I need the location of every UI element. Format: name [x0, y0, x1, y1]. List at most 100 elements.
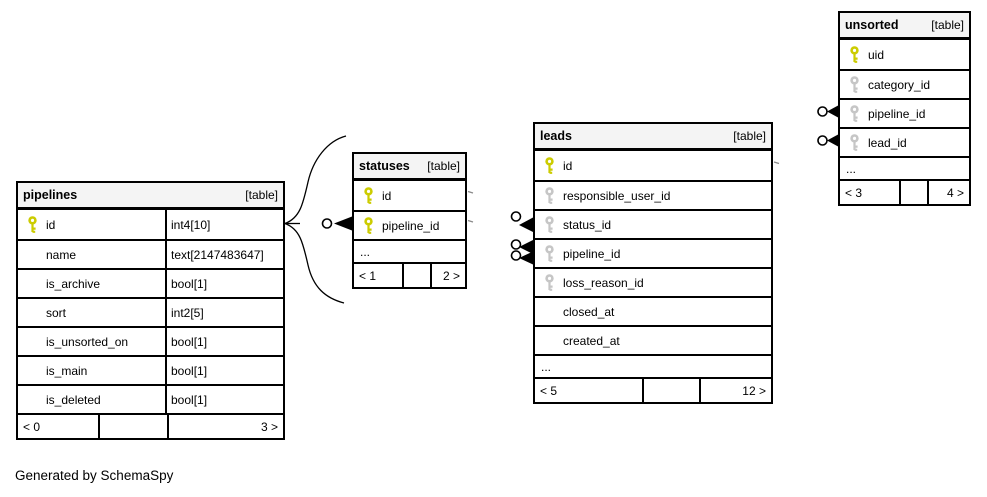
column-row-id[interactable]: id [535, 151, 771, 180]
column-name: status_id [563, 217, 612, 232]
column-row-status_id[interactable]: status_id [535, 209, 771, 238]
column-name: id [563, 158, 573, 173]
column-name: responsible_user_id [563, 188, 671, 203]
column-type: int2[5] [165, 299, 283, 326]
fk-arrow-leads-pipeline-id-a [519, 240, 533, 254]
table-header-statuses[interactable]: statuses [table] [354, 154, 465, 181]
table-footer: < 5 12 > [535, 377, 771, 402]
generated-by-note: Generated by SchemaSpy [15, 468, 174, 483]
footer-child-count: 2 > [430, 264, 465, 287]
column-name: is_archive [46, 276, 101, 291]
column-row-pipeline_id[interactable]: pipeline_id [535, 238, 771, 267]
footer-spacer [642, 379, 699, 402]
footer-child-count: 4 > [927, 181, 969, 204]
footer-parent-count: < 3 [845, 185, 863, 200]
footer-parent-count: < 5 [540, 383, 558, 398]
ellipsis-row: ... [535, 354, 771, 377]
primary-key-icon [535, 157, 563, 174]
ellipsis-row: ... [354, 239, 465, 262]
table-footer: < 1 2 > [354, 262, 465, 287]
foreign-key-icon [535, 216, 563, 233]
foreign-key-icon [840, 105, 868, 122]
fk-circle-unsorted-lead-id [817, 135, 828, 146]
column-rows: id responsible_user_id status_id pipelin… [535, 151, 771, 354]
footer-spacer [402, 264, 430, 287]
column-row-responsible_user_id[interactable]: responsible_user_id [535, 180, 771, 209]
fk-arrow-statuses-pipeline-id [334, 216, 352, 231]
fk-circle-unsorted-pipeline-id [817, 106, 828, 117]
table-name: leads [540, 129, 572, 143]
column-row-created_at[interactable]: created_at [535, 325, 771, 354]
column-name: pipeline_id [563, 246, 621, 261]
column-type: bool[1] [165, 328, 283, 355]
edge-pipelines-curve-up [284, 135, 347, 225]
foreign-key-icon [840, 134, 868, 151]
fk-circle-leads-pipeline-id-a [510, 239, 522, 250]
table-tag: [table] [931, 18, 964, 32]
column-rows: id pipeline_id [354, 181, 465, 239]
column-name: sort [46, 305, 67, 320]
table-tag: [table] [245, 188, 278, 202]
column-name: name [46, 247, 77, 262]
column-row-pipeline_id[interactable]: pipeline_id [354, 210, 465, 239]
primary-key-icon [840, 46, 868, 63]
column-row-lead_id[interactable]: lead_id [840, 127, 969, 156]
column-name: id [382, 188, 392, 203]
fk-arrow-leads-status-id [519, 217, 533, 232]
column-row-id[interactable]: id [354, 181, 465, 210]
column-row-sort[interactable]: sort int2[5] [18, 297, 283, 326]
table-tag: [table] [427, 159, 460, 173]
column-row-uid[interactable]: uid [840, 40, 969, 69]
column-name: id [46, 217, 56, 232]
column-name: is_deleted [46, 392, 101, 407]
table-name: pipelines [23, 188, 78, 202]
fk-circle-leads-pipeline-id-b [510, 250, 522, 261]
table-header-unsorted[interactable]: unsorted [table] [840, 13, 969, 40]
column-name: uid [868, 47, 885, 62]
column-type: text[2147483647] [165, 241, 283, 268]
column-row-name[interactable]: name text[2147483647] [18, 239, 283, 268]
fk-arrow-leads-pipeline-id-b [519, 251, 533, 265]
column-name: lead_id [868, 135, 907, 150]
column-row-is_unsorted_on[interactable]: is_unsorted_on bool[1] [18, 326, 283, 355]
table-header-leads[interactable]: leads [table] [535, 124, 771, 151]
footer-parent-count: < 1 [359, 268, 377, 283]
column-name: is_main [46, 363, 88, 378]
column-name: is_unsorted_on [46, 334, 129, 349]
column-row-is_main[interactable]: is_main bool[1] [18, 355, 283, 384]
foreign-key-icon [840, 76, 868, 93]
table-name: unsorted [845, 18, 899, 32]
column-type: bool[1] [165, 270, 283, 297]
table-unsorted: unsorted [table] uid category_id pipelin… [838, 11, 971, 206]
ellipsis-row: ... [840, 156, 969, 179]
column-type: bool[1] [165, 357, 283, 384]
column-type: bool[1] [165, 386, 283, 413]
primary-key-icon [354, 217, 382, 234]
column-row-category_id[interactable]: category_id [840, 69, 969, 98]
column-row-pipeline_id[interactable]: pipeline_id [840, 98, 969, 127]
column-name: category_id [868, 77, 931, 92]
table-header-pipelines[interactable]: pipelines [table] [18, 183, 283, 210]
column-row-is_archive[interactable]: is_archive bool[1] [18, 268, 283, 297]
edge-stub-statuses-id [467, 190, 474, 194]
column-row-is_deleted[interactable]: is_deleted bool[1] [18, 384, 283, 413]
edge-stub-statuses-pipeline-id [467, 219, 474, 223]
table-statuses: statuses [table] id pipeline_id ... < 1 … [352, 152, 467, 289]
table-tag: [table] [733, 129, 766, 143]
column-row-loss_reason_id[interactable]: loss_reason_id [535, 267, 771, 296]
primary-key-icon [18, 216, 46, 233]
primary-key-icon [354, 187, 382, 204]
table-footer: < 0 3 > [18, 413, 283, 438]
fk-circle-leads-status-id [510, 211, 522, 222]
footer-spacer [899, 181, 927, 204]
table-leads: leads [table] id responsible_user_id sta… [533, 122, 773, 404]
foreign-key-icon [535, 245, 563, 262]
column-row-closed_at[interactable]: closed_at [535, 296, 771, 325]
fk-circle-statuses-pipeline-id [321, 218, 333, 229]
footer-child-count: 12 > [699, 379, 771, 402]
footer-parent-count: < 0 [23, 419, 41, 434]
